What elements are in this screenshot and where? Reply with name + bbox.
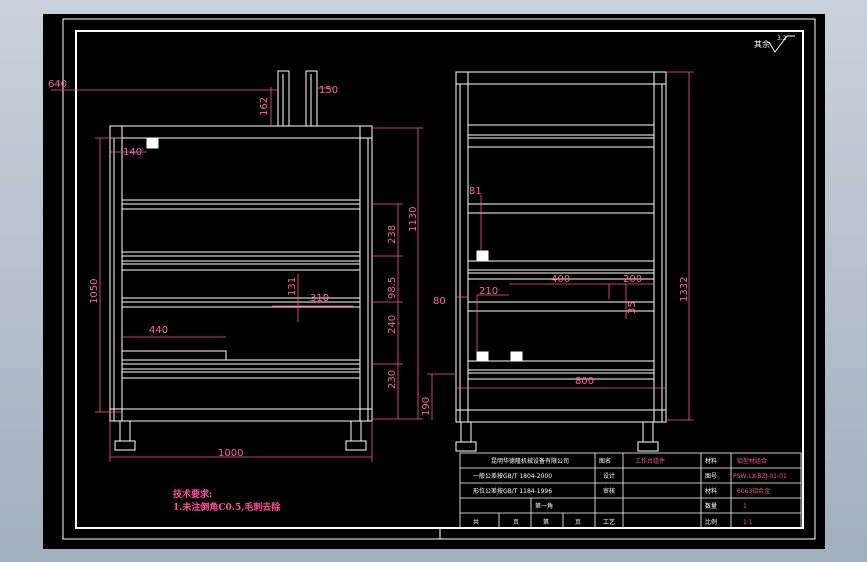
tb-projection-angle: 第一角: [535, 502, 553, 510]
svg-text:其余: 其余: [754, 39, 770, 49]
drawing-sheet: 其余 3.2: [43, 14, 825, 549]
dim-230: 230: [387, 370, 398, 389]
tb-label-qty: 数量: [705, 502, 717, 510]
dim-35: 35: [627, 301, 638, 314]
tb-label-drawing-no: 图号: [705, 473, 717, 480]
dim-240: 240: [387, 315, 398, 334]
tb-drawing-name: 工作台组件: [635, 457, 665, 465]
notes-title: 技术要求:: [173, 488, 212, 500]
dim-200: 200: [623, 274, 642, 285]
tb-label-review: 审核: [603, 487, 615, 495]
dim-1000: 1000: [218, 448, 243, 459]
tb-general-tolerance: 一般公差按GB/T 1804-2000: [473, 472, 552, 480]
technical-notes: 技术要求: 1.未注倒角C0.5,毛刺去除: [173, 488, 281, 513]
tb-label-design: 设计: [603, 472, 615, 480]
side-view: [455, 71, 667, 452]
front-view: [109, 70, 373, 451]
dim-640: 640: [48, 79, 67, 90]
dim-1332: 1332: [679, 277, 690, 302]
dim-1050: 1050: [89, 279, 100, 304]
dim-1130: 1130: [408, 207, 419, 232]
dim-210: 210: [479, 286, 498, 297]
front-dimension-texts: 640 150 162 140 1130 1050 238 98.5 240 2…: [48, 79, 432, 459]
notes-line1: 1.未注倒角C0.5,毛刺去除: [173, 501, 281, 513]
roughness-symbol: 其余 3.2: [754, 35, 795, 53]
dim-310: 310: [310, 293, 329, 304]
dim-440: 440: [149, 325, 168, 336]
tb-company: 昆明华德隆机械设备有限公司: [491, 457, 569, 465]
tb-qty-value: 1: [743, 503, 747, 510]
cad-drawing: 其余 3.2: [48, 18, 816, 540]
tb-label-no: 第: [543, 518, 549, 526]
dim-800: 800: [575, 376, 594, 387]
dim-150: 150: [319, 85, 338, 96]
tb-label-material2: 材料: [705, 487, 717, 495]
tb-material-value: 铝型材组合: [737, 457, 767, 465]
dim-98-5: 98.5: [387, 277, 398, 299]
outer-frame: [62, 18, 816, 540]
dim-81: 81: [469, 186, 482, 197]
tb-label-process: 工艺: [603, 518, 615, 526]
title-block: [459, 452, 802, 529]
dim-140: 140: [123, 147, 142, 158]
tb-label-material: 材料: [705, 457, 717, 465]
dim-400: 400: [551, 274, 570, 285]
side-dimension-lines: [427, 71, 694, 421]
roughness-value: 3.2: [777, 35, 787, 42]
tb-label-page2: 页: [575, 519, 581, 526]
tb-label-page: 页: [513, 519, 519, 526]
tb-form-tolerance: 形位公差按GB/T 1184-1996: [473, 487, 552, 495]
tb-label-name: 图名: [599, 457, 611, 465]
dim-238: 238: [387, 225, 398, 244]
dim-80: 80: [433, 296, 446, 307]
tb-label-total: 共: [473, 518, 479, 526]
title-block-texts: 昆明华德隆机械设备有限公司 一般公差按GB/T 1804-2000 形位公差按G…: [473, 457, 787, 526]
tb-drawing-no-value: PSW-LX-BZJ-01-01: [733, 473, 787, 480]
dim-162: 162: [259, 97, 270, 116]
front-dimension-lines: [51, 87, 423, 462]
dim-190: 190: [421, 397, 432, 416]
tb-material2-value: 6063铝合金: [737, 487, 770, 495]
side-dimension-texts: 1332 81 400 200 210 80 35 800: [433, 186, 690, 387]
dim-131: 131: [287, 277, 298, 296]
inner-frame: [75, 30, 804, 529]
tb-label-scale: 比例: [705, 518, 717, 526]
tb-scale-value: 1:1: [743, 519, 753, 526]
